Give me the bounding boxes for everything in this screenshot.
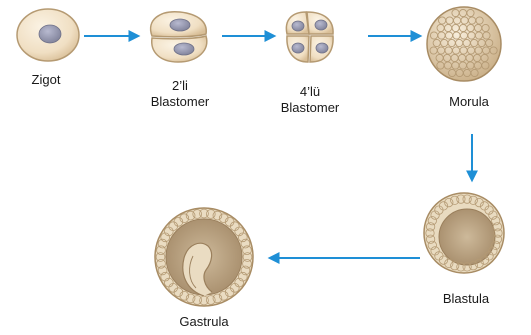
label-zigot: Zigot <box>32 72 61 88</box>
label-4lu-line-2: Blastomer <box>281 100 340 116</box>
label-4lu-blastomer: 4’lü Blastomer <box>281 84 340 116</box>
label-2li-line-2: Blastomer <box>151 94 210 110</box>
label-4lu-line-1: 4’lü <box>281 84 340 100</box>
gastrula-ball <box>155 208 253 306</box>
label-morula: Morula <box>449 94 489 110</box>
blastula-ball <box>424 193 504 273</box>
label-2li-line-1: 2’li <box>151 78 210 94</box>
morula-ball <box>427 7 501 81</box>
label-morula-line-1: Morula <box>449 94 489 110</box>
label-gastrula-line-1: Gastrula <box>179 314 228 330</box>
label-2li-blastomer: 2’li Blastomer <box>151 78 210 110</box>
arrows <box>84 36 472 258</box>
label-gastrula: Gastrula <box>179 314 228 330</box>
label-blastula-line-1: Blastula <box>443 291 489 307</box>
four-cell-blastomer <box>286 12 333 62</box>
two-cell-blastomer <box>151 12 207 62</box>
zigot-cell <box>17 9 79 61</box>
label-zigot-line-1: Zigot <box>32 72 61 88</box>
label-blastula: Blastula <box>443 291 489 307</box>
